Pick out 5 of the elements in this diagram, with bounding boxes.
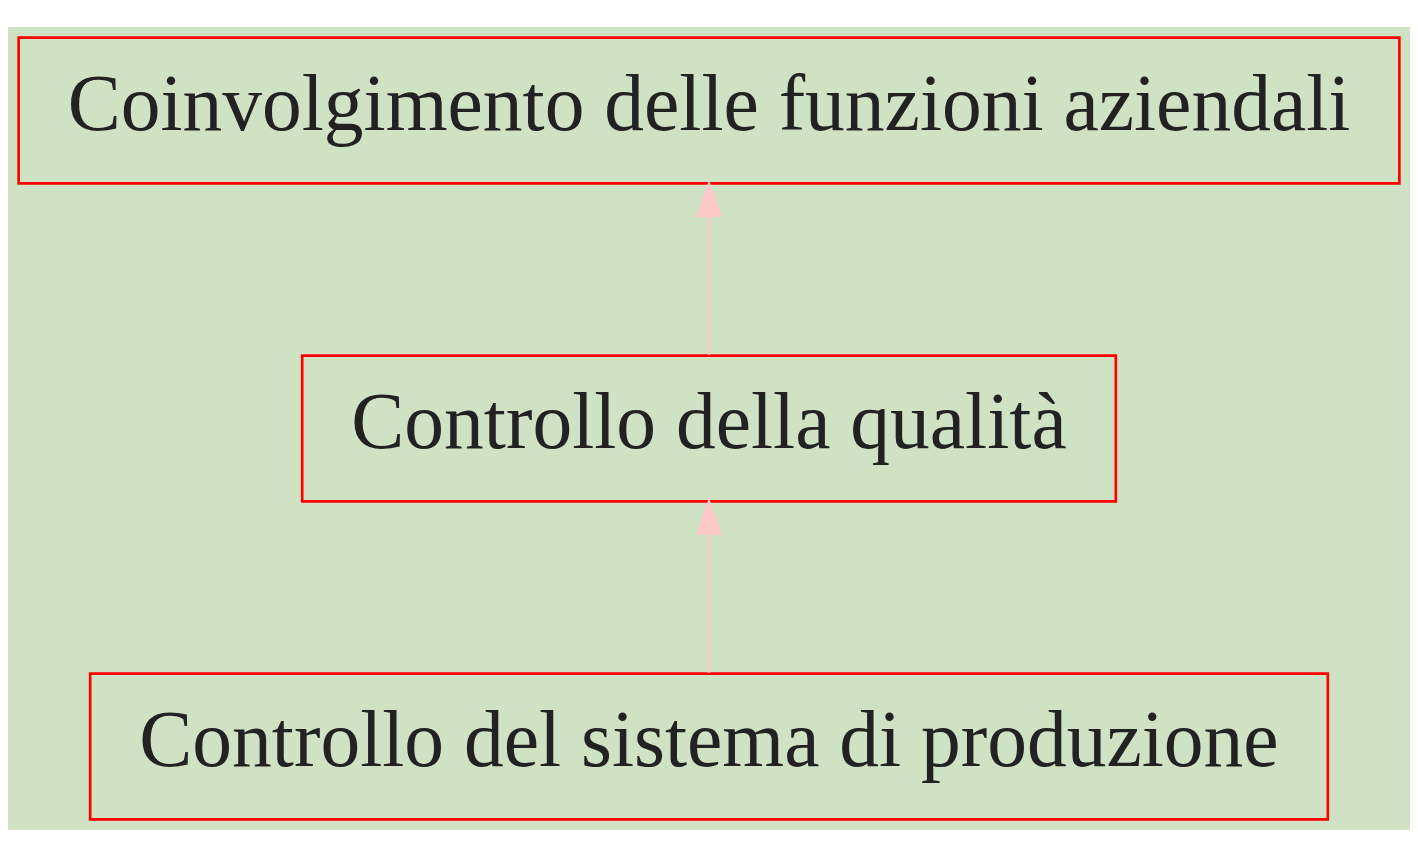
node-box: Coinvolgimento delle funzioni aziendali <box>17 35 1401 185</box>
arrow <box>696 497 722 673</box>
arrow <box>696 179 722 355</box>
node-box: Controllo della qualità <box>300 353 1118 503</box>
node-box: Controllo del sistema di produzione <box>88 671 1330 821</box>
